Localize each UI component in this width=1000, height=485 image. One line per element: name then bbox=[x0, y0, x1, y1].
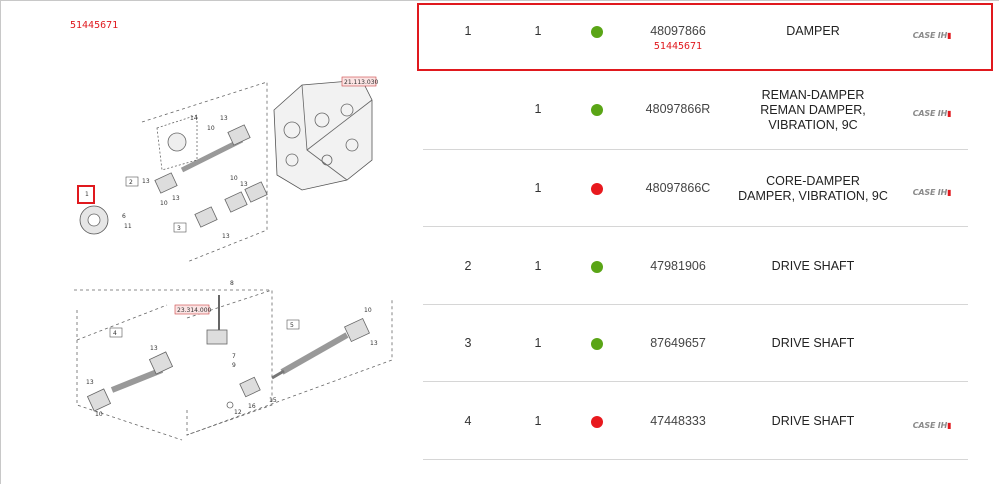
callout-9: 9 bbox=[232, 362, 236, 369]
brand-logo-icon: CASE IH▮ bbox=[912, 31, 952, 40]
availability-dot-icon bbox=[591, 104, 603, 116]
callout-13b: 13 bbox=[142, 178, 150, 185]
availability-dot-icon bbox=[591, 26, 603, 38]
row-sub-ref[interactable]: 51445671 bbox=[653, 41, 703, 52]
availability-dot-icon bbox=[591, 416, 603, 428]
row-ref: 3 bbox=[464, 336, 472, 350]
callout-10d: 10 bbox=[95, 411, 103, 418]
selected-row-highlight bbox=[417, 3, 993, 71]
table-row[interactable]: 1 48097866C CORE-DAMPER DAMPER, VIBRATIO… bbox=[423, 150, 968, 227]
callout-10e: 10 bbox=[364, 307, 372, 314]
callout-12: 12 bbox=[234, 409, 242, 416]
row-ref: 1 bbox=[464, 24, 472, 38]
table-row[interactable]: 4 1 47448333 DRIVE SHAFT CASE IH▮ bbox=[423, 382, 968, 460]
callout-ref-23314: 23.314.000 bbox=[177, 307, 212, 314]
table-row[interactable]: 1 48097866R REMAN-DAMPER REMAN DAMPER, V… bbox=[423, 72, 968, 150]
callout-5: 5 bbox=[290, 322, 294, 329]
exploded-view-drawing: 2 3 4 5 21.113.030 23.314.000 14 13 10 1… bbox=[74, 76, 393, 441]
row-description: DAMPER bbox=[786, 24, 840, 38]
parts-diagram[interactable]: 51445671 bbox=[2, 0, 410, 485]
brand-logo-icon: CASE IH▮ bbox=[912, 109, 952, 118]
callout-11: 11 bbox=[124, 223, 132, 230]
callout-13c: 13 bbox=[172, 195, 180, 202]
row-description: REMAN-DAMPER REMAN DAMPER, VIBRATION, 9C bbox=[760, 88, 866, 132]
callout-8: 8 bbox=[230, 280, 234, 287]
row-qty: 1 bbox=[534, 336, 542, 350]
callout-10b: 10 bbox=[160, 200, 168, 207]
callout-13h: 13 bbox=[370, 340, 378, 347]
callout-10c: 10 bbox=[230, 175, 238, 182]
row-description: CORE-DAMPER DAMPER, VIBRATION, 9C bbox=[738, 174, 888, 203]
callout-13d: 13 bbox=[240, 181, 248, 188]
availability-dot-icon bbox=[591, 183, 603, 195]
parts-table: 1 1 48097866 51445671 DAMPER CASE IH▮ 1 … bbox=[415, 0, 975, 485]
table-row[interactable]: 1 1 48097866 51445671 DAMPER CASE IH▮ bbox=[423, 0, 968, 70]
row-ref: 4 bbox=[464, 414, 472, 428]
callout-14: 14 bbox=[190, 115, 198, 122]
row-qty: 1 bbox=[534, 102, 542, 116]
row-description: DRIVE SHAFT bbox=[771, 414, 855, 428]
availability-dot-icon bbox=[591, 261, 603, 273]
top-divider bbox=[412, 0, 512, 1]
row-qty: 1 bbox=[534, 181, 542, 195]
callout-ref-21113: 21.113.030 bbox=[344, 79, 379, 86]
callout-13f: 13 bbox=[150, 345, 158, 352]
row-qty: 1 bbox=[534, 414, 542, 428]
row-qty: 1 bbox=[534, 24, 542, 38]
table-row[interactable]: 2 1 47981906 DRIVE SHAFT bbox=[423, 227, 968, 305]
row-part-number[interactable]: 48097866C bbox=[645, 181, 711, 195]
row-description: DRIVE SHAFT bbox=[771, 259, 855, 273]
row-description: DRIVE SHAFT bbox=[771, 336, 855, 350]
row-part-number[interactable]: 47448333 bbox=[650, 414, 706, 428]
brand-logo-icon: CASE IH▮ bbox=[912, 188, 952, 197]
row-divider bbox=[423, 459, 968, 460]
availability-dot-icon bbox=[591, 338, 603, 350]
diagram-reference-number: 51445671 bbox=[70, 20, 119, 31]
selected-callout-marker bbox=[77, 185, 95, 204]
row-qty: 1 bbox=[534, 259, 542, 273]
callout-10a: 10 bbox=[207, 125, 215, 132]
callout-13a: 13 bbox=[220, 115, 228, 122]
callout-15: 15 bbox=[269, 397, 277, 404]
callout-3: 3 bbox=[177, 225, 181, 232]
callout-4: 4 bbox=[113, 330, 117, 337]
row-part-number[interactable]: 87649657 bbox=[650, 336, 706, 350]
brand-logo-icon: CASE IH▮ bbox=[912, 421, 952, 430]
row-divider bbox=[423, 381, 968, 382]
row-part-number[interactable]: 48097866R bbox=[645, 102, 711, 116]
row-divider bbox=[423, 304, 968, 305]
callout-6: 6 bbox=[122, 213, 126, 220]
callout-1: 1 bbox=[85, 191, 89, 198]
table-row[interactable]: 3 1 87649657 DRIVE SHAFT bbox=[423, 305, 968, 382]
row-divider bbox=[423, 226, 968, 227]
callout-2: 2 bbox=[129, 179, 133, 186]
row-divider bbox=[423, 149, 968, 150]
row-part-number[interactable]: 47981906 bbox=[650, 259, 706, 273]
row-ref: 2 bbox=[464, 259, 472, 273]
callout-7: 7 bbox=[232, 353, 236, 360]
callout-16: 16 bbox=[248, 403, 256, 410]
row-part-number[interactable]: 48097866 51445671 bbox=[623, 24, 733, 52]
callout-13g: 13 bbox=[86, 379, 94, 386]
callout-13e: 13 bbox=[222, 233, 230, 240]
